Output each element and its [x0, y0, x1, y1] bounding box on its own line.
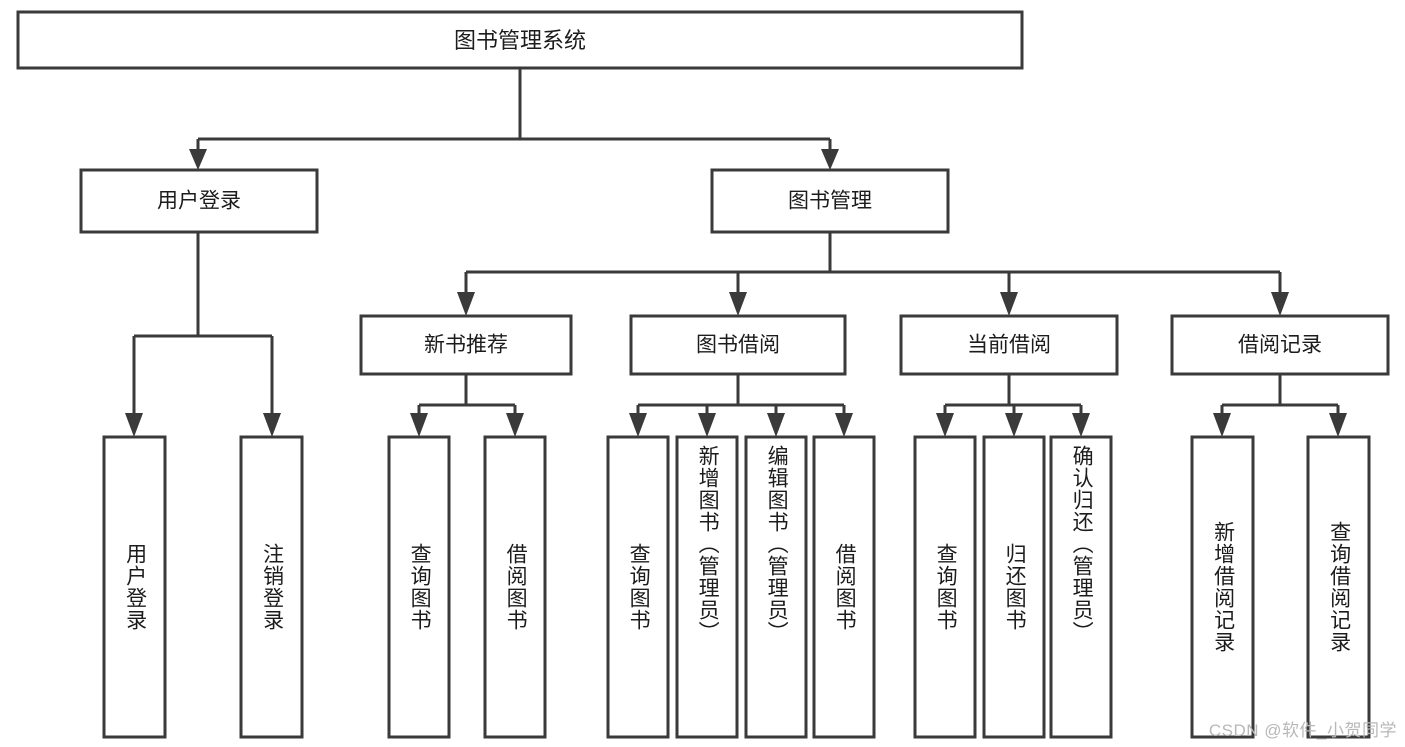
node-user-login[interactable]: 用户登录 — [79, 168, 319, 234]
node-book-borrow-label: 图书借阅 — [696, 334, 780, 357]
watermark: CSDN @软件_小贺同学 — [1208, 721, 1397, 740]
node-current-borrow-label: 当前借阅 — [967, 334, 1051, 357]
leaf-box-query-record[interactable] — [1306, 435, 1371, 739]
node-new-book-rec-label: 新书推荐 — [424, 334, 508, 357]
edges-layer — [125, 68, 1347, 437]
arrow-leaf-query-book-c — [936, 413, 954, 437]
node-new-book-rec[interactable]: 新书推荐 — [359, 314, 573, 376]
arrow-leaf-logout — [263, 413, 281, 437]
leaf-box-query-book-b[interactable] — [606, 435, 670, 739]
node-borrow-record-label: 借阅记录 — [1238, 334, 1322, 357]
arrow-leaf-query-book-a — [410, 413, 428, 437]
leaf-box-add-record[interactable] — [1190, 435, 1255, 739]
node-user-login-box[interactable] — [79, 168, 319, 234]
arrow-to-current-borrow — [1000, 292, 1018, 316]
node-current-borrow-box[interactable] — [899, 314, 1119, 376]
arrow-leaf-query-book-b — [629, 413, 647, 437]
leaf-boxes-layer — [102, 435, 1371, 739]
node-borrow-record-box[interactable] — [1170, 314, 1390, 376]
leaf-box-logout[interactable] — [239, 435, 304, 739]
leaf-box-return-book[interactable] — [982, 435, 1046, 739]
node-root-box[interactable] — [16, 10, 1024, 70]
leaf-box-query-book-a[interactable] — [387, 435, 451, 739]
node-user-login-label: 用户登录 — [157, 190, 241, 213]
leaf-box-user-login[interactable] — [102, 435, 167, 739]
arrow-to-book-borrow — [729, 292, 747, 316]
leaf-box-borrow-book-b[interactable] — [812, 435, 876, 739]
leaf-box-borrow-book-a[interactable] — [483, 435, 547, 739]
arrow-leaf-add-book — [698, 413, 716, 437]
arrow-leaf-user-login — [125, 413, 143, 437]
node-new-book-rec-box[interactable] — [359, 314, 573, 376]
leaf-box-add-book[interactable] — [675, 435, 739, 739]
node-root-label: 图书管理系统 — [454, 28, 586, 53]
arrow-leaf-query-record — [1329, 413, 1347, 437]
leaf-box-confirm-return[interactable] — [1049, 435, 1113, 739]
node-book-manage-box[interactable] — [710, 168, 950, 234]
arrow-to-borrow-record — [1271, 292, 1289, 316]
arrow-to-new-book-rec — [457, 292, 475, 316]
arrow-to-book-manage — [821, 149, 839, 170]
arrow-leaf-confirm-return — [1072, 413, 1090, 437]
leaf-box-edit-book[interactable] — [744, 435, 808, 739]
arrow-to-user-login — [189, 149, 207, 170]
arrow-leaf-borrow-book-a — [506, 413, 524, 437]
arrow-leaf-add-record — [1213, 413, 1231, 437]
arrow-leaf-return-book — [1005, 413, 1023, 437]
node-root[interactable]: 图书管理系统 — [16, 10, 1024, 70]
node-borrow-record[interactable]: 借阅记录 — [1170, 314, 1390, 376]
arrow-leaf-borrow-book-b — [835, 413, 853, 437]
leaf-box-query-book-c[interactable] — [913, 435, 977, 739]
node-book-borrow[interactable]: 图书借阅 — [629, 314, 847, 376]
nodes-layer: 图书管理系统 用户登录 图书管理 新书推荐 图书借阅 当前 — [16, 10, 1390, 739]
node-book-borrow-box[interactable] — [629, 314, 847, 376]
node-book-manage[interactable]: 图书管理 — [710, 168, 950, 234]
node-book-manage-label: 图书管理 — [788, 190, 872, 213]
node-current-borrow[interactable]: 当前借阅 — [899, 314, 1119, 376]
arrow-leaf-edit-book — [767, 413, 785, 437]
